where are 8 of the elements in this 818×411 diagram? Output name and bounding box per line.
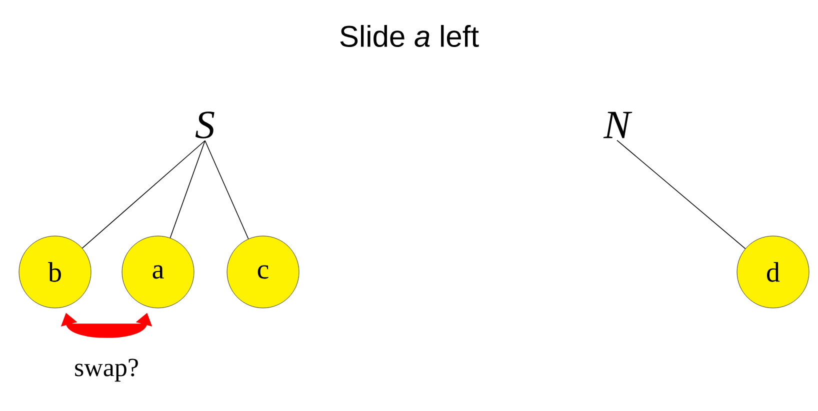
tree-label: S	[195, 112, 214, 138]
edge-label: swap?	[75, 358, 138, 382]
tree-line	[82, 140, 206, 249]
title: Slide a left	[340, 24, 479, 48]
tree-line	[616, 140, 746, 250]
tree-label: N	[603, 112, 632, 138]
tree-line	[170, 140, 206, 238]
tree-line	[204, 140, 249, 240]
